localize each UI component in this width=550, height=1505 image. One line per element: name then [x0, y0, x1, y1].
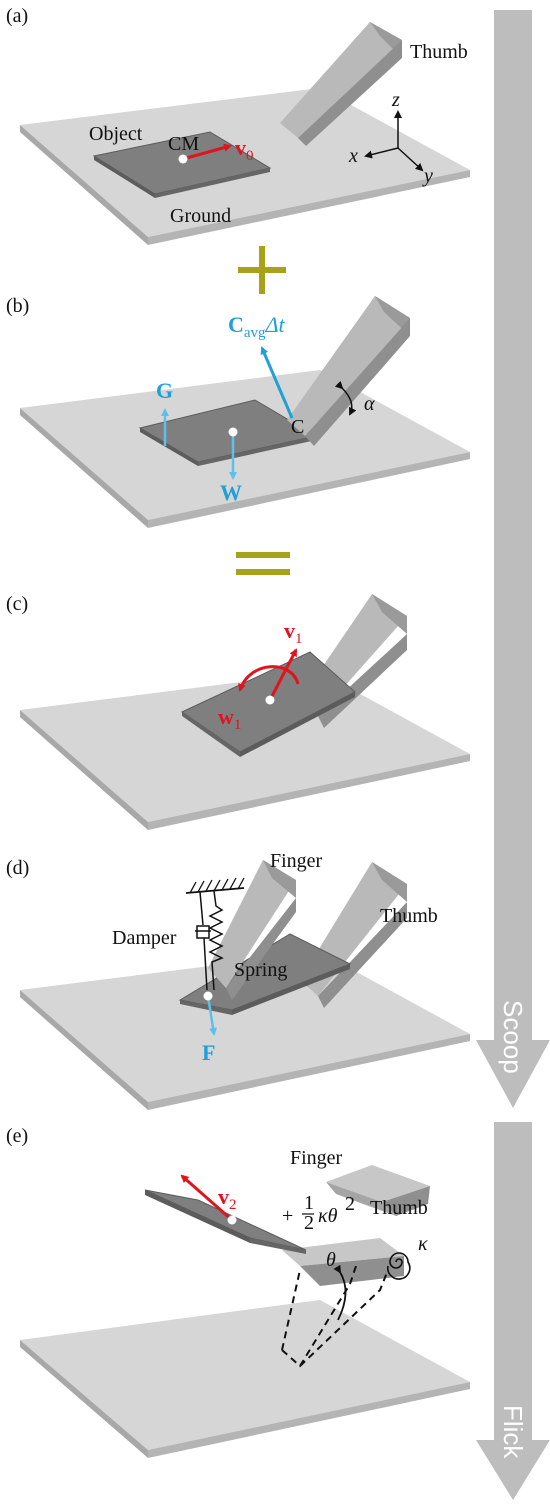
w-label: W: [220, 480, 242, 505]
cm-point: [203, 991, 213, 1001]
damper-label: Damper: [112, 927, 177, 949]
finger: [326, 1165, 430, 1202]
finger-label: Finger: [290, 1147, 343, 1169]
kappa-label: κ: [418, 1233, 428, 1255]
cm-point: [265, 695, 275, 705]
svg-text:+: +: [282, 1205, 293, 1227]
panel-c-label: (c): [6, 593, 28, 615]
v1-arrow: [268, 648, 298, 701]
alpha-angle-arc: [334, 380, 357, 416]
panel-a-label: (a): [6, 5, 28, 27]
equals-operator: [236, 552, 290, 575]
ground-plate: [20, 952, 470, 1102]
thumb: [282, 1238, 404, 1266]
alpha-label: α: [364, 393, 375, 415]
spring-energy-term: + 1 2 κθ 2: [282, 1192, 355, 1234]
w1-label: w1: [218, 704, 241, 733]
fixed-support-icon: [185, 877, 245, 894]
cm-point: [178, 154, 188, 164]
plus-operator: [238, 246, 286, 294]
finger: [208, 860, 296, 988]
f-force-arrow: [206, 995, 218, 1036]
scoop-phase-arrow: Scoop: [476, 10, 550, 1108]
panel-b-label: (b): [6, 295, 29, 317]
svg-text:2: 2: [345, 1193, 355, 1215]
panel-e: (e) Finger Thumb κ θ v: [6, 1125, 470, 1458]
panel-b: (b) CavgΔt C α G W: [6, 295, 470, 528]
flick-phase-arrow: Flick: [476, 1122, 550, 1500]
torsion-spring-icon: [387, 1252, 411, 1280]
object-label: Object: [89, 123, 143, 145]
w1-rotation-arrow: [238, 665, 300, 692]
svg-text:κθ: κθ: [318, 1205, 338, 1227]
theta-angle-arc: [333, 1264, 347, 1321]
ground-plate: [20, 1300, 470, 1450]
panel-d: (d) Thumb Finger: [6, 850, 470, 1110]
theta-label: θ: [326, 1249, 336, 1271]
v2-label: v2: [218, 1184, 237, 1213]
svg-text:y: y: [422, 165, 433, 187]
spring-icon: [208, 890, 224, 991]
thumb: [280, 22, 402, 138]
ground-label: Ground: [170, 205, 231, 227]
scoop-label: Scoop: [498, 1000, 528, 1074]
cm-point: [228, 427, 238, 437]
v1-label: v1: [284, 618, 303, 647]
spring-label: Spring: [234, 959, 287, 981]
cm-label: CM: [168, 133, 199, 155]
thumb-label: Thumb: [410, 41, 468, 63]
thumb: [287, 296, 410, 436]
previous-thumb-outline: [281, 1265, 389, 1368]
contact-force-arrow: [260, 346, 294, 419]
v0-label: v0: [235, 135, 254, 164]
svg-text:x: x: [348, 145, 358, 167]
cavg-label: CavgΔt: [228, 312, 285, 341]
panel-e-label: (e): [6, 1125, 28, 1147]
panel-a: (a) Thumb Object CM v0 Ground z x y: [6, 5, 470, 245]
svg-text:1: 1: [304, 1192, 314, 1214]
panel-c: (c) w1 v1: [6, 593, 470, 830]
panel-d-label: (d): [6, 857, 29, 879]
f-label: F: [202, 1040, 215, 1065]
contact-point-label: C: [291, 416, 304, 438]
thumb-label: Thumb: [380, 905, 438, 927]
flick-label: Flick: [498, 1405, 528, 1459]
svg-text:z: z: [391, 89, 400, 111]
v2-arrow: [180, 1174, 233, 1222]
cm-point: [227, 1215, 237, 1225]
g-label: G: [156, 378, 173, 403]
thumb-label: Thumb: [370, 1197, 428, 1219]
damper-icon: [195, 891, 211, 991]
v0-arrow: [182, 143, 232, 161]
finger-label: Finger: [270, 850, 323, 872]
svg-text:2: 2: [304, 1212, 314, 1234]
axes-icon: z x y: [348, 89, 433, 187]
